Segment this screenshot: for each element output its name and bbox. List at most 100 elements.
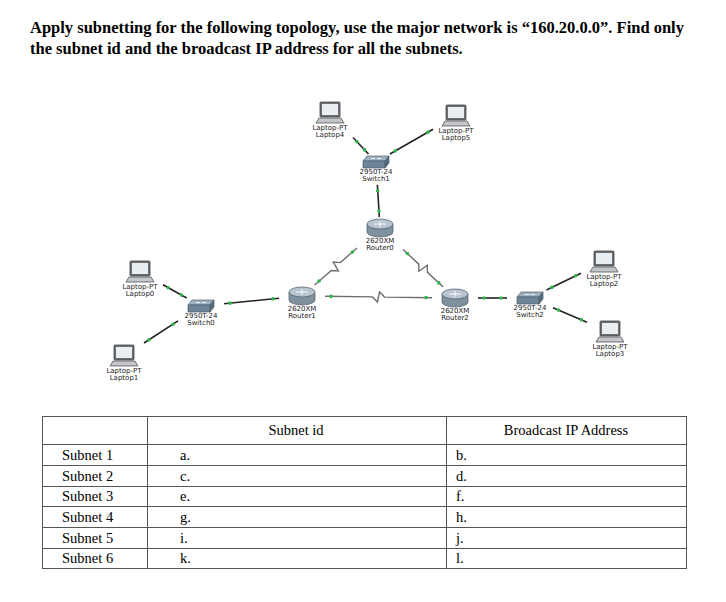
table-cell: l. — [456, 551, 464, 566]
link-light — [574, 274, 578, 278]
row-line — [43, 506, 687, 507]
table-cell: h. — [456, 510, 467, 525]
laptop-icon — [125, 260, 155, 284]
device-label: Laptop-PT Laptop2 — [582, 274, 626, 289]
table-cell: Subnet 6 — [62, 551, 113, 566]
laptop-device: Laptop-PT Laptop1 — [102, 344, 146, 383]
link-light — [180, 293, 184, 297]
switch-icon — [187, 299, 215, 313]
laptop-lid — [594, 251, 614, 266]
link-light — [376, 189, 380, 193]
device-label: Laptop-PT Laptop5 — [434, 128, 478, 143]
laptop-base — [590, 267, 618, 272]
link-light — [329, 295, 333, 299]
table-cell: g. — [180, 510, 191, 525]
laptop-screen — [116, 347, 132, 358]
switch-side — [210, 300, 214, 312]
switch-arrows — [196, 302, 206, 303]
router-icon — [441, 288, 469, 308]
link-light — [351, 250, 355, 254]
link-light — [228, 301, 232, 305]
ethernet-link — [353, 138, 368, 155]
laptop-lid — [600, 321, 620, 336]
ethernet-link — [546, 273, 581, 290]
router-device: 2620XM Router0 — [358, 218, 402, 253]
table-cell: k. — [180, 551, 191, 566]
laptop-icon — [589, 250, 619, 274]
table-header: Broadcast IP Address — [504, 423, 628, 438]
switch-front — [363, 161, 385, 168]
table-cell: j. — [456, 531, 464, 546]
link-light — [355, 140, 359, 144]
laptop-base — [442, 121, 470, 126]
router-device: 2620XM Router1 — [280, 286, 324, 321]
switch-icon — [516, 291, 544, 305]
router-arrows — [374, 221, 386, 227]
switch-side — [385, 156, 389, 168]
table-cell: b. — [456, 448, 467, 463]
device-label: 2620XM Router0 — [358, 238, 402, 253]
laptop-lid — [114, 345, 134, 360]
table-cell: e. — [180, 489, 190, 504]
row-line — [43, 465, 687, 466]
laptop-base — [110, 361, 138, 366]
link-light — [437, 281, 441, 285]
switch-front — [517, 297, 539, 304]
laptop-device: Laptop-PT Laptop0 — [118, 260, 162, 299]
serial-link — [403, 249, 443, 287]
table-cell: c. — [180, 469, 190, 484]
device-label: Laptop-PT Laptop1 — [102, 368, 146, 383]
link-light — [363, 148, 367, 152]
laptop-icon — [595, 320, 625, 344]
laptop-icon — [109, 344, 139, 368]
row-line — [43, 486, 687, 487]
table-cell: f. — [456, 489, 464, 504]
laptop-device: Laptop-PT Laptop5 — [434, 104, 478, 143]
device-label: Laptop-PT Laptop3 — [588, 344, 632, 359]
link-light — [557, 308, 561, 312]
column-line — [147, 417, 148, 569]
table-cell: a. — [180, 448, 190, 463]
device-label: 2950T-24 Switch2 — [508, 305, 552, 320]
switch-top — [188, 300, 214, 305]
laptop-screen — [602, 323, 618, 334]
laptop-screen — [132, 263, 148, 274]
link-light — [377, 209, 381, 213]
laptop-icon — [315, 101, 345, 125]
router-arrows — [449, 291, 461, 297]
switch-arrows — [525, 294, 535, 295]
link-light — [171, 322, 175, 326]
device-label: Laptop-PT Laptop0 — [118, 284, 162, 299]
router-device: 2620XM Router2 — [433, 288, 477, 323]
table-lines — [43, 417, 687, 569]
row-line — [43, 548, 687, 549]
ethernet-link — [144, 321, 178, 343]
link-light — [393, 149, 397, 153]
laptop-screen — [448, 107, 464, 118]
router-top — [367, 219, 393, 229]
link-light — [580, 318, 584, 322]
router-arrows — [296, 289, 308, 295]
link-light — [426, 130, 430, 134]
switch-device: 2950T-24 Switch2 — [508, 291, 552, 320]
link-light — [317, 279, 321, 283]
table-cell: Subnet 1 — [62, 448, 113, 463]
question-title: Apply subnetting for the following topol… — [30, 18, 690, 59]
link-light — [550, 286, 554, 290]
table-cell: Subnet 4 — [62, 510, 113, 525]
link-light — [499, 296, 503, 300]
laptop-screen — [596, 253, 612, 264]
device-label: 2950T-24 Switch0 — [179, 313, 223, 328]
laptop-lid — [130, 261, 150, 276]
link-light — [271, 297, 275, 301]
ethernet-link — [163, 285, 187, 298]
switch-front — [188, 305, 210, 312]
switch-side — [539, 292, 543, 304]
laptop-icon — [441, 104, 471, 128]
device-label: 2950T-24 Switch1 — [354, 169, 398, 184]
router-top — [442, 289, 468, 299]
table-border — [43, 417, 687, 569]
switch-top — [363, 156, 389, 161]
switch-top — [517, 292, 543, 297]
laptop-base — [596, 337, 624, 342]
